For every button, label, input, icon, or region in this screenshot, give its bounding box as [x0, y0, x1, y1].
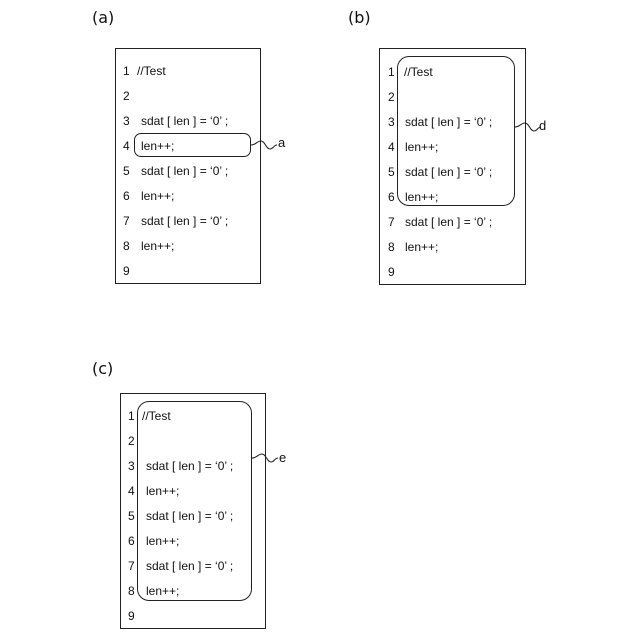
panel-c-label: (c)	[92, 360, 113, 378]
line-code: len++;	[146, 582, 179, 600]
line-number: 5	[123, 162, 133, 180]
line-number: 3	[128, 457, 138, 475]
line-code: len++;	[405, 138, 438, 156]
line-number: 6	[128, 532, 138, 550]
line-number: 1	[388, 63, 398, 81]
line-number: 5	[388, 163, 398, 181]
line-number: 6	[123, 187, 133, 205]
line-number: 4	[128, 482, 138, 500]
callout-label-a: a	[278, 136, 285, 150]
line-code: //Test	[137, 62, 166, 80]
line-code: //Test	[404, 63, 433, 81]
line-number: 1	[123, 62, 133, 80]
line-code: sdat [ len ] = ‘0’ ;	[146, 557, 233, 575]
line-number: 7	[128, 557, 138, 575]
line-number: 8	[128, 582, 138, 600]
line-code: sdat [ len ] = ‘0’ ;	[141, 112, 228, 130]
line-code: len++;	[405, 188, 438, 206]
panel-a-code-box: 1 //Test 2 3 sdat [ len ] = ‘0’ ; 4 len+…	[115, 48, 261, 284]
line-number: 7	[123, 212, 133, 230]
callout-label-e: e	[279, 451, 286, 465]
panel-b-code-box: 1 //Test 2 3 sdat [ len ] = ‘0’ ; 4 len+…	[379, 48, 526, 285]
line-code: sdat [ len ] = ‘0’ ;	[405, 163, 492, 181]
line-number: 8	[388, 238, 398, 256]
line-number: 6	[388, 188, 398, 206]
line-number: 4	[388, 138, 398, 156]
line-code: sdat [ len ] = ‘0’ ;	[405, 213, 492, 231]
line-number: 7	[388, 213, 398, 231]
line-code: //Test	[142, 407, 171, 425]
line-code: sdat [ len ] = ‘0’ ;	[141, 212, 228, 230]
line-code: sdat [ len ] = ‘0’ ;	[141, 162, 228, 180]
panel-b-label: (b)	[348, 9, 371, 27]
line-number: 9	[388, 263, 398, 281]
line-number: 5	[128, 507, 138, 525]
line-code: sdat [ len ] = ‘0’ ;	[146, 457, 233, 475]
line-code: sdat [ len ] = ‘0’ ;	[146, 507, 233, 525]
line-number: 2	[128, 432, 138, 450]
line-number: 3	[388, 113, 398, 131]
line-number: 2	[388, 88, 398, 106]
line-number: 9	[123, 262, 133, 280]
line-code: len++;	[141, 237, 174, 255]
panel-c-code-box: 1 //Test 2 3 sdat [ len ] = ‘0’ ; 4 len+…	[120, 393, 266, 629]
line-code: len++;	[405, 238, 438, 256]
line-code: len++;	[146, 482, 179, 500]
line-code: len++;	[141, 137, 174, 155]
line-number: 4	[123, 137, 133, 155]
line-code: len++;	[141, 187, 174, 205]
line-number: 8	[123, 237, 133, 255]
panel-a-label: (a)	[92, 9, 114, 27]
line-code: sdat [ len ] = ‘0’ ;	[405, 113, 492, 131]
line-number: 2	[123, 87, 133, 105]
line-number: 9	[128, 607, 138, 625]
callout-label-d: d	[539, 119, 546, 133]
line-number: 3	[123, 112, 133, 130]
line-number: 1	[128, 407, 138, 425]
line-code: len++;	[146, 532, 179, 550]
